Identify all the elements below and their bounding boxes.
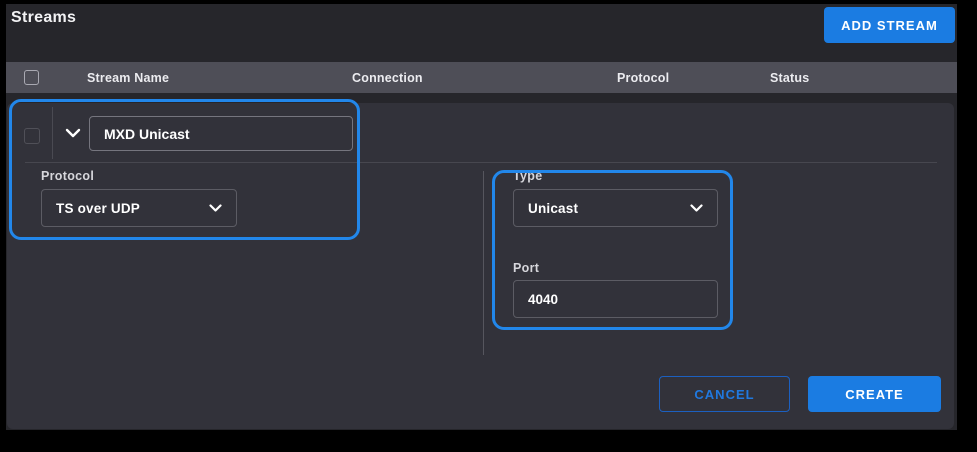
create-button[interactable]: CREATE [808,376,941,412]
protocol-select[interactable]: TS over UDP [41,189,237,227]
table-header: Stream Name Connection Protocol Status [6,62,957,93]
row-checkbox[interactable] [24,128,40,144]
chevron-down-icon [690,203,703,213]
add-stream-button[interactable]: ADD STREAM [824,7,955,43]
chevron-down-icon[interactable] [65,128,81,138]
column-header-stream-name: Stream Name [87,70,170,85]
streams-page: Streams ADD STREAM Stream Name Connectio… [6,4,957,430]
cancel-button[interactable]: CANCEL [659,376,790,412]
form-divider-vertical [483,171,484,355]
type-select-value: Unicast [528,200,579,216]
port-label: Port [513,261,540,275]
protocol-label: Protocol [41,169,95,183]
select-all-checkbox[interactable] [24,70,39,85]
protocol-select-value: TS over UDP [56,200,140,216]
page-title: Streams [11,9,77,26]
port-input[interactable] [513,280,718,318]
row-divider-horizontal [25,162,937,163]
stream-editor-card: Protocol TS over UDP Type Unicast Port [7,103,954,429]
type-label: Type [513,169,543,183]
chevron-down-icon [209,203,222,213]
column-header-protocol: Protocol [617,70,670,85]
type-select[interactable]: Unicast [513,189,718,227]
row-divider-vertical [52,107,53,159]
stream-name-input[interactable] [89,116,353,151]
column-header-connection: Connection [352,70,423,85]
column-header-status: Status [770,70,810,85]
